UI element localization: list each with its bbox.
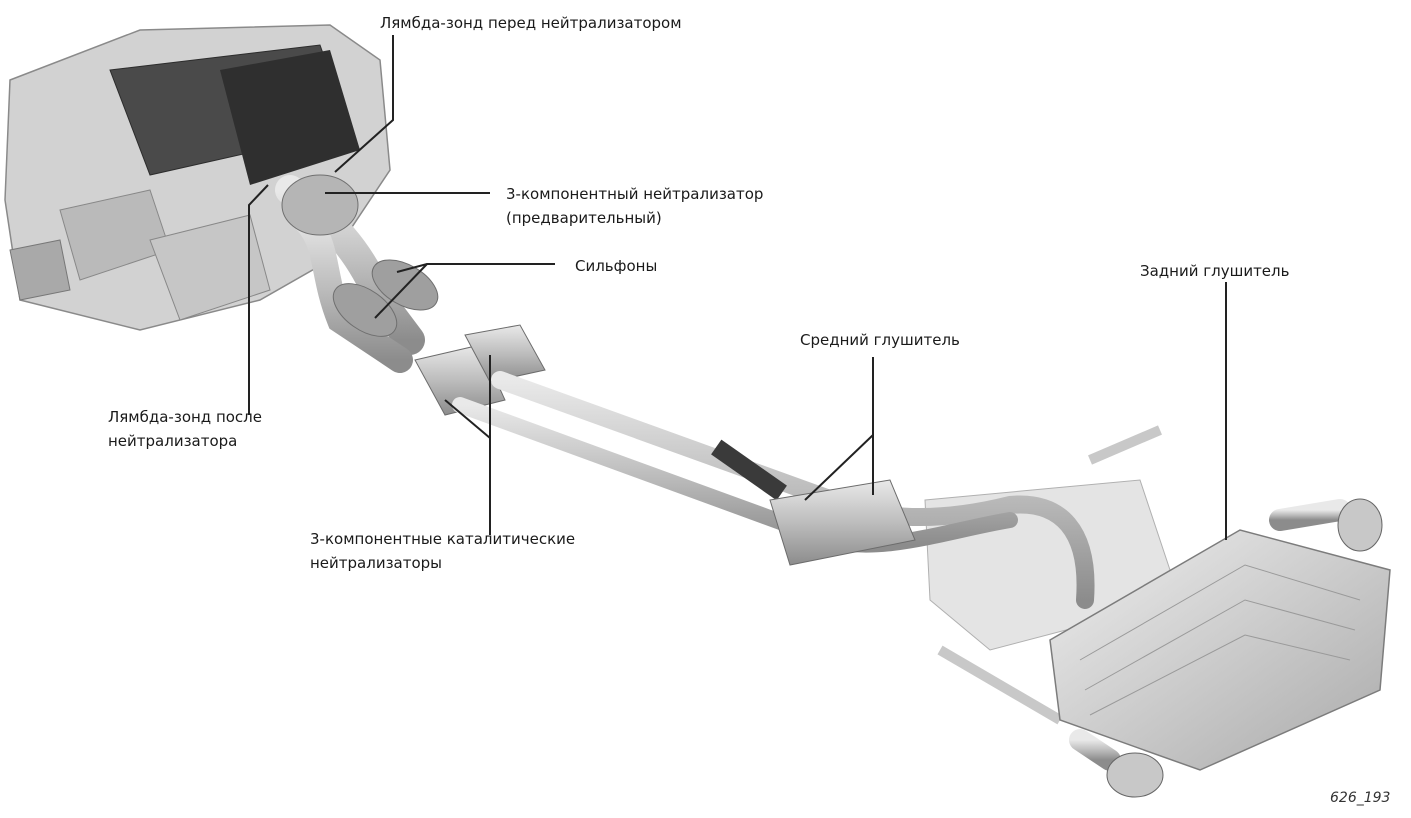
label-precat-line1: 3-компонентный нейтрализатор <box>506 183 763 206</box>
precat-body <box>282 175 358 235</box>
label-cats-line1: 3-компонентные каталитические <box>310 528 575 551</box>
label-lambda-before-cat: Лямбда-зонд перед нейтрализатором <box>380 12 682 35</box>
catalytic-converters <box>415 325 545 415</box>
label-rear-muffler: Задний глушитель <box>1140 260 1289 283</box>
label-lambda-after-line2: нейтрализатора <box>108 430 237 453</box>
label-lambda-after-line1: Лямбда-зонд после <box>108 406 262 429</box>
label-bellows: Сильфоны <box>575 255 657 278</box>
label-cats-line2: нейтрализаторы <box>310 552 442 575</box>
label-precat-line2: (предварительный) <box>506 207 662 230</box>
figure-number: 626_193 <box>1330 790 1390 806</box>
label-middle-muffler: Средний глушитель <box>800 329 960 352</box>
